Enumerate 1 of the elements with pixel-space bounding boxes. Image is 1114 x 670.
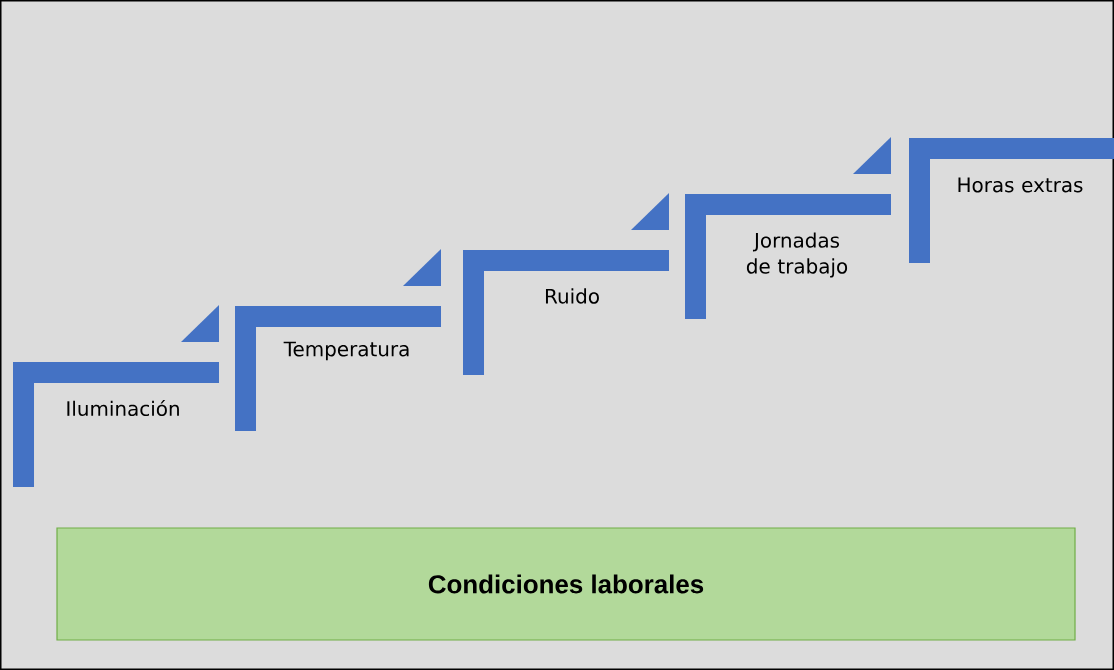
base-box: Condiciones laborales bbox=[56, 527, 1076, 641]
